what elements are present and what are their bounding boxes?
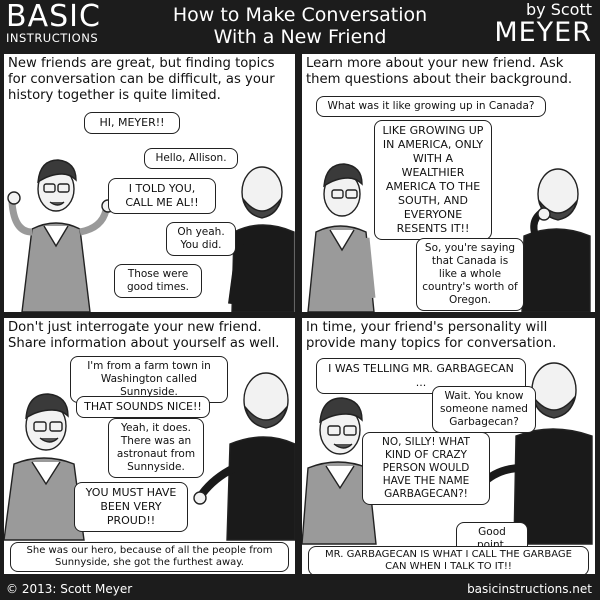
panel-3-art — [4, 372, 295, 541]
speech-bubble: I'm from a farm town in Washington calle… — [70, 356, 228, 403]
site-url: basicinstructions.net — [467, 582, 592, 596]
speech-bubble: THAT SOUNDS NICE!! — [76, 396, 210, 418]
panel-3: Don't just interrogate your new friend. … — [4, 318, 295, 574]
logo: BASIC INSTRUCTIONS — [6, 2, 101, 45]
title-line2: With a New Friend — [213, 26, 387, 48]
speech-bubble: What was it like growing up in Canada? — [316, 96, 546, 117]
panel-3-caption: Don't just interrogate your new friend. … — [8, 320, 280, 351]
speech-bubble: Those were good times. — [114, 264, 202, 298]
logo-line2: INSTRUCTIONS — [6, 31, 99, 45]
byline-author: MEYER — [494, 17, 592, 48]
speech-bubble: Oh yeah. You did. — [166, 222, 236, 256]
speech-bubble: LIKE GROWING UP IN AMERICA, ONLY WITH A … — [374, 120, 492, 240]
speech-bubble: YOU MUST HAVE BEEN VERY PROUD!! — [74, 482, 188, 532]
speech-bubble: She was our hero, because of all the peo… — [10, 542, 289, 572]
speech-bubble: NO, SILLY! WHAT KIND OF CRAZY PERSON WOU… — [362, 432, 490, 505]
speech-bubble: Hello, Allison. — [144, 148, 238, 169]
panel-1-caption: New friends are great, but finding topic… — [8, 56, 275, 103]
speech-bubble: Yeah, it does. There was an astronaut fr… — [108, 418, 204, 478]
logo-line1: BASIC — [6, 0, 101, 34]
speech-bubble: Wait. You know someone named Garbagecan? — [432, 386, 536, 433]
comic-footer: © 2013: Scott Meyer basicinstructions.ne… — [0, 578, 600, 600]
title-line1: How to Make Conversation — [172, 4, 428, 26]
panel-2: Learn more about your new friend. Ask th… — [302, 54, 595, 312]
byline: by Scott MEYER — [494, 0, 592, 48]
byline-by: by Scott — [526, 0, 592, 19]
panel-4: In time, your friend's personality will … — [302, 318, 595, 574]
panel-4-art — [302, 362, 593, 545]
comic-header: BASIC INSTRUCTIONS How to Make Conversat… — [0, 0, 600, 52]
speech-bubble: So, you're saying that Canada is like a … — [416, 238, 524, 311]
speech-bubble: HI, MEYER!! — [84, 112, 180, 134]
speech-bubble: MR. GARBAGECAN IS WHAT I CALL THE GARBAG… — [308, 546, 589, 574]
panel-4-caption: In time, your friend's personality will … — [306, 320, 557, 351]
panel-1-art — [7, 159, 295, 312]
speech-bubble: I WAS TELLING MR. GARBAGECAN ... — [316, 358, 526, 394]
copyright: © 2013: Scott Meyer — [6, 582, 133, 596]
panel-2-art — [307, 163, 591, 312]
comic-title: How to Make Conversation With a New Frie… — [120, 4, 480, 48]
speech-bubble: I TOLD YOU, CALL ME AL!! — [108, 178, 216, 214]
panel-2-caption: Learn more about your new friend. Ask th… — [306, 56, 573, 87]
panel-1: New friends are great, but finding topic… — [4, 54, 295, 312]
